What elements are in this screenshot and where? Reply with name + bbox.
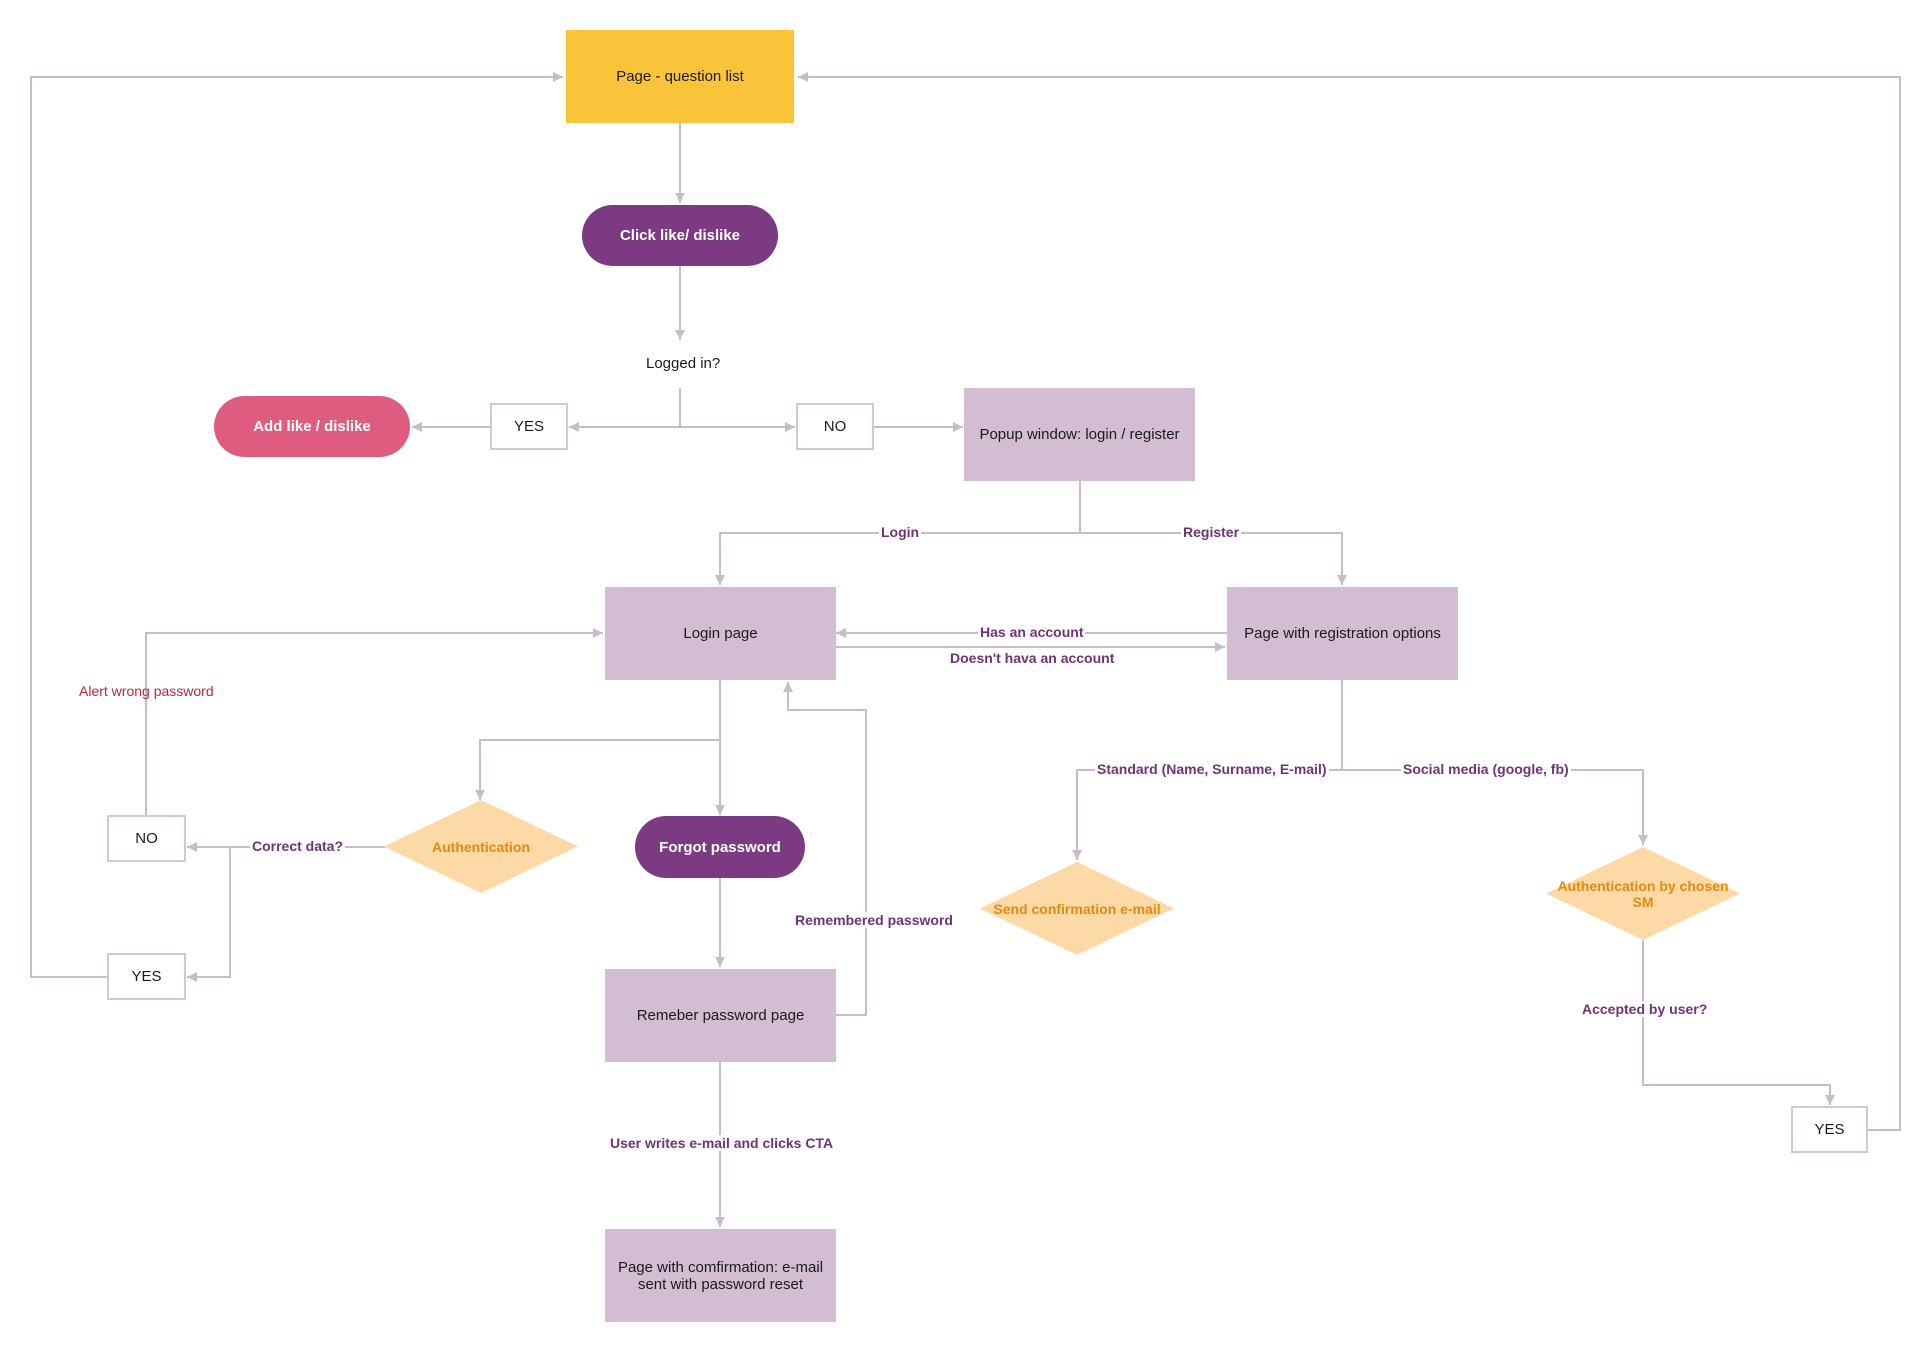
authentication-by-sm-label: Authentication by chosen SM [1557, 877, 1729, 910]
login-page: Login page [605, 587, 836, 680]
remember-password-page: Remeber password page [605, 969, 836, 1062]
edge-label-accepted-by-user: Accepted by user? [1580, 1001, 1710, 1017]
forgot-password: Forgot password [635, 816, 805, 878]
edge-yessm-to-questionlist [798, 72, 1901, 1131]
edge-yes-to-questionlist [30, 72, 563, 978]
edge-label-user-writes-email: User writes e-mail and clicks CTA [608, 1135, 836, 1151]
edge-popup-to-login [715, 532, 1080, 585]
edge-login-to-authentication [475, 739, 720, 800]
edge-label-alert-wrong-password: Alert wrong password [79, 683, 214, 699]
diamond-shape [980, 862, 1174, 955]
send-confirmation-email: Send confirmation e-mail [980, 862, 1174, 955]
edge-authsm-to-yes [1642, 940, 1835, 1105]
edge-no-to-login [145, 628, 603, 815]
authentication-by-sm: Authentication by chosen SM [1546, 847, 1740, 940]
add-like-dislike: Add like / dislike [214, 396, 410, 457]
edge-label-social-media: Social media (google, fb) [1401, 761, 1571, 777]
edge-label-standard: Standard (Name, Surname, E-mail) [1095, 761, 1329, 777]
edge-label-register: Register [1181, 524, 1242, 540]
yes-correct-data: YES [107, 953, 186, 1000]
yes-accepted: YES [1791, 1106, 1868, 1153]
edge-label-login: Login [879, 524, 922, 540]
send-confirmation-label: Send confirmation e-mail [993, 900, 1161, 917]
no-correct-data: NO [107, 815, 186, 862]
diamond-shape [1546, 847, 1740, 940]
yes-logged-in: YES [490, 403, 568, 450]
edge-label-no-account: Doesn't hava an account [948, 650, 1117, 666]
edge-registration-to-standard [1072, 769, 1342, 860]
edge-popup-to-register [1080, 532, 1347, 585]
edge-label-correct-data: Correct data? [250, 838, 346, 854]
registration-options-page: Page with registration options [1227, 587, 1458, 680]
edge-registration-to-social [1342, 769, 1648, 845]
no-logged-in: NO [796, 403, 874, 450]
click-like-dislike: Click like/ dislike [582, 205, 778, 266]
edge-label-has-account: Has an account [978, 624, 1086, 640]
authentication-decision: Authentication [384, 800, 578, 893]
authentication-label: Authentication [432, 838, 530, 855]
page-question-list: Page - question list [566, 30, 794, 123]
edge-label-remembered-password: Remembered password [793, 912, 955, 928]
diamond-shape [384, 800, 578, 893]
edge-remember-to-login [783, 682, 867, 1016]
confirmation-page: Page with comfirmation: e-mail sent with… [605, 1229, 836, 1322]
logged-in-question: Logged in? [646, 355, 721, 372]
edge-correctdata-to-yes [187, 847, 231, 982]
popup-login-register: Popup window: login / register [964, 388, 1195, 481]
